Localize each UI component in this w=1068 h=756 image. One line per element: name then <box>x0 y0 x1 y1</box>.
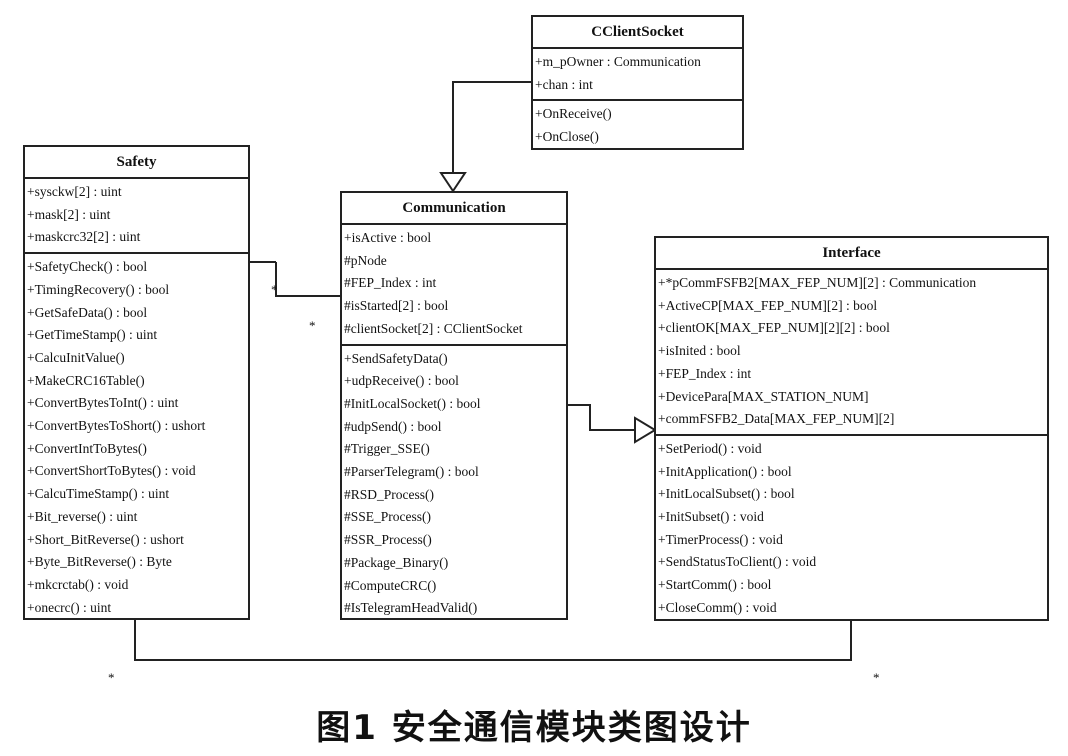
method: +TimerProcess() : void <box>658 531 783 547</box>
attribute: +ActiveCP[MAX_FEP_NUM][2] : bool <box>658 297 878 313</box>
attribute: #FEP_Index : int <box>344 275 437 291</box>
method: +mkcrctab() : void <box>27 576 129 592</box>
class-safety[interactable]: Safety +sysckw[2] : uint +mask[2] : uint… <box>23 145 250 620</box>
methods-section: +SendSafetyData() +udpReceive() : bool #… <box>342 346 566 623</box>
method: +SetPeriod() : void <box>658 440 762 456</box>
method: #IsTelegramHeadValid() <box>344 600 478 616</box>
attributes-section: +m_pOwner : Communication +chan : int <box>533 49 742 102</box>
multiplicity-bottom-right: * <box>873 670 880 685</box>
method: +ConvertShortToBytes() : void <box>27 463 196 479</box>
attribute: +m_pOwner : Communication <box>535 54 701 69</box>
method: +SafetyCheck() : bool <box>27 259 148 275</box>
method: +Bit_reverse() : uint <box>27 508 138 524</box>
attribute: #clientSocket[2] : CClientSocket <box>344 320 523 336</box>
class-communication[interactable]: Communication +isActive : bool #pNode #F… <box>340 191 568 620</box>
method: +InitSubset() : void <box>658 509 764 525</box>
attribute: +sysckw[2] : uint <box>27 184 122 199</box>
attribute: +mask[2] : uint <box>27 206 111 222</box>
class-interface[interactable]: Interface +*pCommFSFB2[MAX_FEP_NUM][2] :… <box>654 236 1049 621</box>
attribute: +clientOK[MAX_FEP_NUM][2][2] : bool <box>658 320 890 336</box>
attribute: +DevicePara[MAX_STATION_NUM] <box>658 388 869 404</box>
method: +TimingRecovery() : bool <box>27 281 170 297</box>
attribute: +*pCommFSFB2[MAX_FEP_NUM][2] : Communica… <box>658 275 977 290</box>
method: +SendStatusToClient() : void <box>658 554 817 570</box>
association-line-safety-communication <box>275 262 341 297</box>
attribute: +commFSFB2_Data[MAX_FEP_NUM][2] <box>658 411 895 427</box>
method: #InitLocalSocket() : bool <box>344 395 481 411</box>
class-name: Safety <box>25 147 248 179</box>
class-name: Interface <box>656 238 1047 270</box>
attribute: +isActive : bool <box>344 230 432 245</box>
attribute: +FEP_Index : int <box>658 365 752 381</box>
method: #RSD_Process() <box>344 486 434 502</box>
method: +OnClose() <box>535 129 599 145</box>
method: +InitLocalSubset() : bool <box>658 486 795 502</box>
attribute: #pNode <box>344 252 387 268</box>
method: +InitApplication() : bool <box>658 463 792 479</box>
method: +CalcuInitValue() <box>27 349 125 365</box>
inheritance-line-cclientsocket <box>452 81 532 173</box>
association-line-safety-interface <box>134 620 852 661</box>
attribute: #isStarted[2] : bool <box>344 298 449 314</box>
association-line-communication-interface <box>567 404 640 431</box>
attribute: +isInited : bool <box>658 343 741 359</box>
attributes-section: +sysckw[2] : uint +mask[2] : uint +maskc… <box>25 179 248 255</box>
method: +CalcuTimeStamp() : uint <box>27 486 170 502</box>
attributes-section: +isActive : bool #pNode #FEP_Index : int… <box>342 225 566 346</box>
class-cclientsocket[interactable]: CClientSocket +m_pOwner : Communication … <box>531 15 744 150</box>
methods-section: +OnReceive() +OnClose() <box>533 101 742 151</box>
method: #Trigger_SSE() <box>344 441 430 457</box>
class-name: Communication <box>342 193 566 225</box>
method: #Package_Binary() <box>344 554 449 570</box>
class-name: CClientSocket <box>533 17 742 49</box>
method: +OnReceive() <box>535 106 612 122</box>
method: +Short_BitReverse() : ushort <box>27 531 184 547</box>
method: +CloseComm() : void <box>658 599 777 615</box>
method: +StartComm() : bool <box>658 577 772 593</box>
methods-section: +SetPeriod() : void +InitApplication() :… <box>656 436 1047 623</box>
method: +Byte_BitReverse() : Byte <box>27 554 172 570</box>
multiplicity-safety-near: * <box>271 282 278 297</box>
method: +udpReceive() : bool <box>344 373 459 389</box>
method: +ConvertIntToBytes() <box>27 440 147 456</box>
method: #SSR_Process() <box>344 532 432 548</box>
attribute: +maskcrc32[2] : uint <box>27 229 141 245</box>
method: +ConvertBytesToShort() : ushort <box>27 418 206 434</box>
method: +GetSafeData() : bool <box>27 304 148 320</box>
method: +onecrc() : uint <box>27 599 112 615</box>
method: #ParserTelegram() : bool <box>344 464 479 480</box>
association-arrow-interface <box>634 416 657 444</box>
figure-caption: 图1 安全通信模块类图设计 <box>316 708 752 748</box>
method: +GetTimeStamp() : uint <box>27 327 158 343</box>
method: +SendSafetyData() <box>344 350 448 366</box>
attribute: +chan : int <box>535 76 593 92</box>
method: +ConvertBytesToInt() : uint <box>27 395 179 411</box>
methods-section: +SafetyCheck() : bool +TimingRecovery() … <box>25 254 248 622</box>
multiplicity-safety-far: * <box>309 318 316 333</box>
attributes-section: +*pCommFSFB2[MAX_FEP_NUM][2] : Communica… <box>656 270 1047 436</box>
method: #ComputeCRC() <box>344 577 437 593</box>
multiplicity-bottom-left: * <box>108 670 115 685</box>
method: +MakeCRC16Table() <box>27 372 145 388</box>
method: #SSE_Process() <box>344 509 431 525</box>
inheritance-arrow-cclientsocket <box>439 172 467 193</box>
method: #udpSend() : bool <box>344 418 442 434</box>
